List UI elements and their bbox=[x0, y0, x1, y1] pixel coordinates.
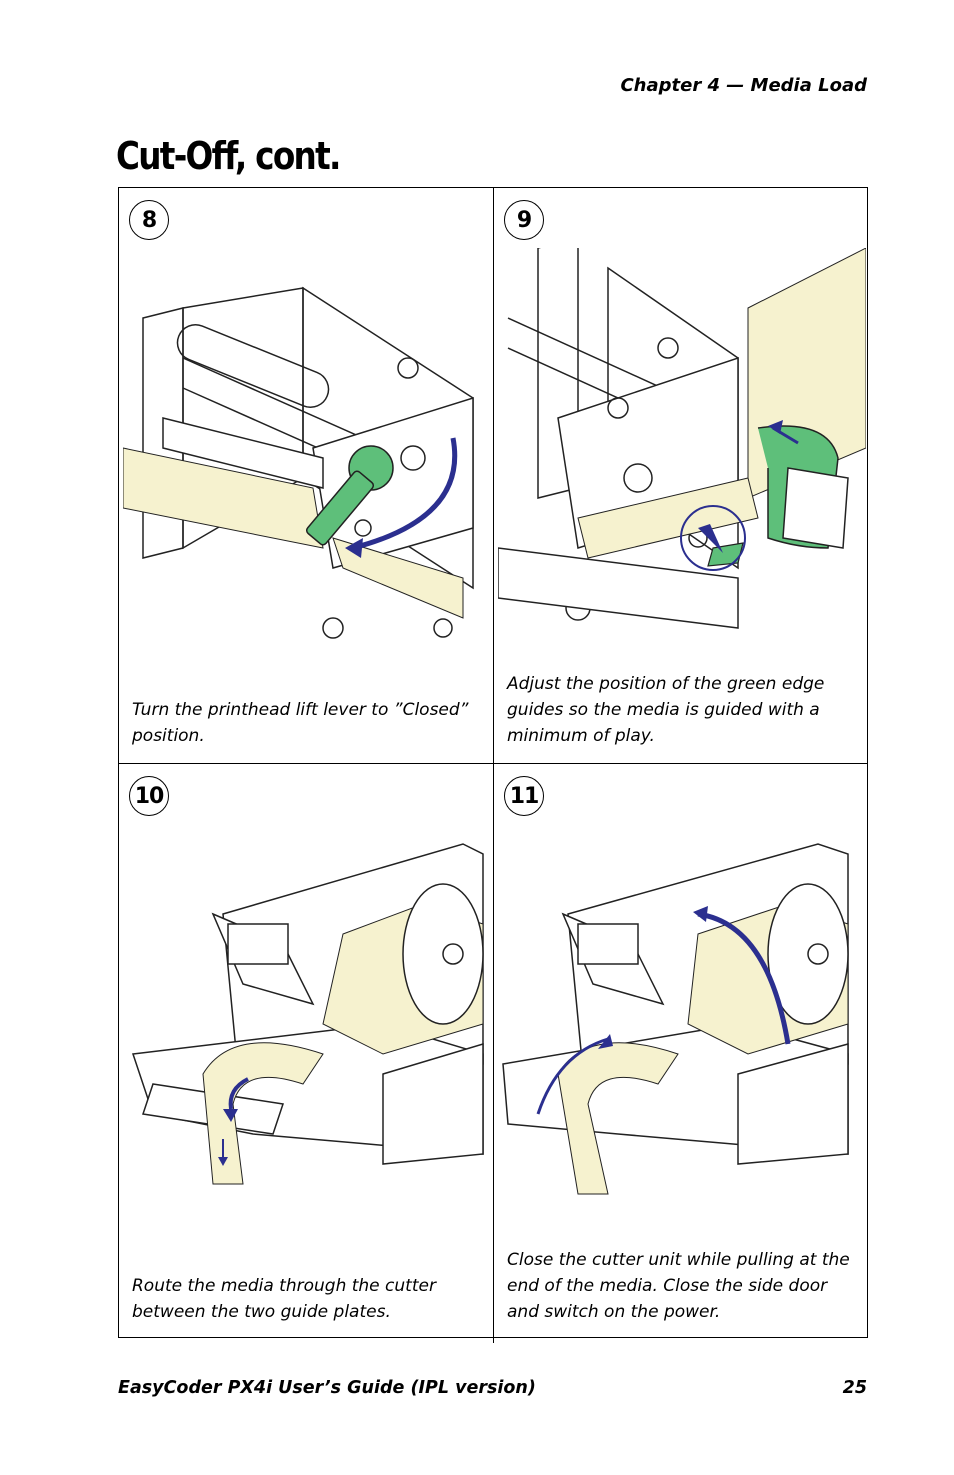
page-title: Cut-Off, cont. bbox=[116, 134, 341, 178]
step-caption: Route the media through the cutter betwe… bbox=[132, 1276, 436, 1322]
steps-grid: 8 Turn the pr bbox=[118, 187, 868, 1343]
footer-guide-title: EasyCoder PX4i User’s Guide (IPL version… bbox=[118, 1378, 536, 1398]
step-number-badge: 8 bbox=[129, 200, 169, 240]
step-caption: Adjust the position of the green edge gu… bbox=[507, 674, 825, 746]
step-11-panel: 11 Close the cutter unit while pulling a… bbox=[494, 764, 868, 1339]
green-edge-guides-highlight bbox=[707, 425, 849, 567]
step-caption: Close the cutter unit while pulling at t… bbox=[507, 1250, 850, 1322]
lift-lever-highlight bbox=[305, 445, 394, 546]
route-media-cutter-illustration bbox=[131, 843, 484, 1185]
step-number-badge: 9 bbox=[504, 200, 544, 240]
printhead-lift-lever-illustration bbox=[123, 286, 474, 639]
step-9-panel: 9 Adjust bbox=[494, 188, 868, 763]
step-8-panel: 8 Turn the pr bbox=[119, 188, 493, 763]
edge-guides-illustration bbox=[498, 248, 866, 629]
close-cutter-unit-illustration bbox=[502, 843, 849, 1195]
step-caption: Turn the printhead lift lever to ”Closed… bbox=[132, 700, 469, 746]
page-number: 25 bbox=[842, 1378, 867, 1398]
chapter-header: Chapter 4 — Media Load bbox=[620, 75, 867, 96]
step-number-badge: 10 bbox=[129, 776, 169, 816]
grid-divider-vertical bbox=[493, 188, 494, 1343]
step-number-badge: 11 bbox=[504, 776, 544, 816]
grid-divider-horizontal bbox=[119, 763, 867, 764]
step-10-panel: 10 Route the media through the cutter be… bbox=[119, 764, 493, 1339]
